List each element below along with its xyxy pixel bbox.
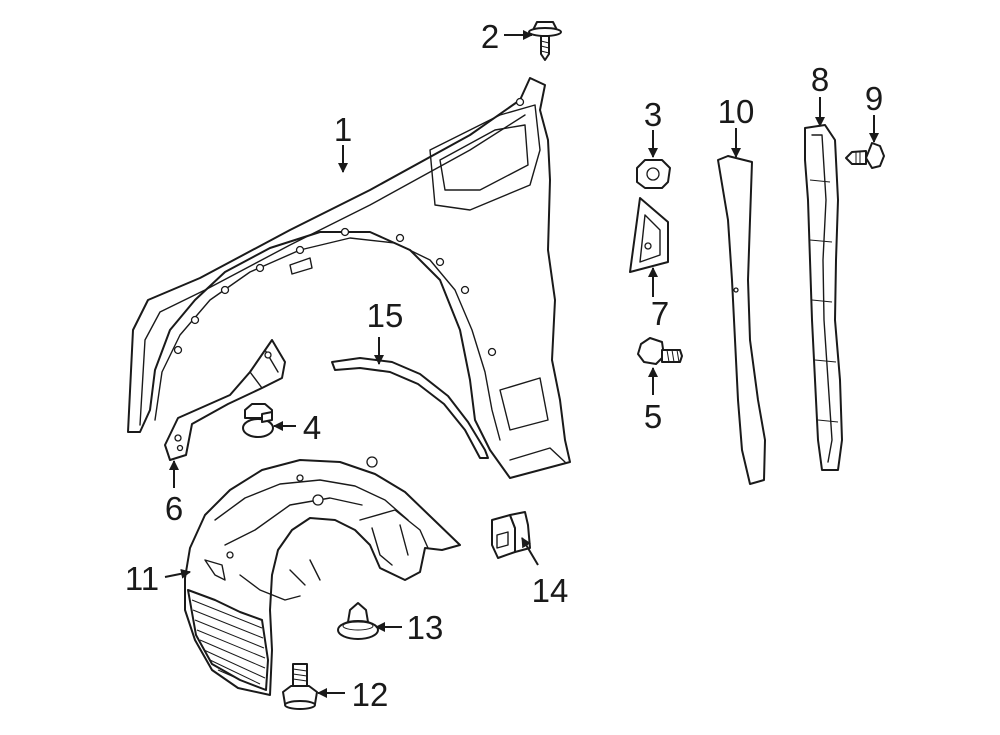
callout-13: 13 xyxy=(407,609,444,646)
callout-5: 5 xyxy=(644,398,662,435)
callout-7: 7 xyxy=(651,295,669,332)
part-3-nut[interactable] xyxy=(636,159,671,189)
callout-1: 1 xyxy=(334,111,352,148)
part-11-wheel-liner[interactable] xyxy=(184,456,461,696)
callout-2: 2 xyxy=(481,18,499,55)
callout-4: 4 xyxy=(303,409,321,446)
part-13-push-pin[interactable] xyxy=(337,602,379,640)
callout-12: 12 xyxy=(352,676,389,713)
part-14-clip[interactable] xyxy=(491,511,531,559)
part-5-bolt[interactable] xyxy=(637,337,683,365)
part-12-bolt[interactable] xyxy=(282,663,318,710)
part-10-seal[interactable] xyxy=(717,155,766,485)
callout-labels: 1 2 3 4 5 6 7 8 9 10 11 12 13 14 15 xyxy=(125,18,883,713)
part-4-push-clip[interactable] xyxy=(242,403,274,438)
part-2-bolt[interactable] xyxy=(528,21,562,61)
callout-6: 6 xyxy=(165,490,183,527)
callout-15: 15 xyxy=(367,297,404,334)
leader-lines xyxy=(164,30,879,698)
part-9-screw[interactable] xyxy=(845,142,885,169)
callout-9: 9 xyxy=(865,80,883,117)
callout-14: 14 xyxy=(532,572,569,609)
part-8-rail[interactable] xyxy=(804,124,843,471)
callout-8: 8 xyxy=(811,61,829,98)
callout-10: 10 xyxy=(718,93,755,130)
callout-3: 3 xyxy=(644,96,662,133)
callout-11: 11 xyxy=(125,560,159,597)
part-6-bracket[interactable] xyxy=(164,339,286,461)
part-7-pad[interactable] xyxy=(629,197,669,273)
part-15-molding[interactable] xyxy=(331,357,489,459)
part-1-fender[interactable] xyxy=(127,77,571,479)
